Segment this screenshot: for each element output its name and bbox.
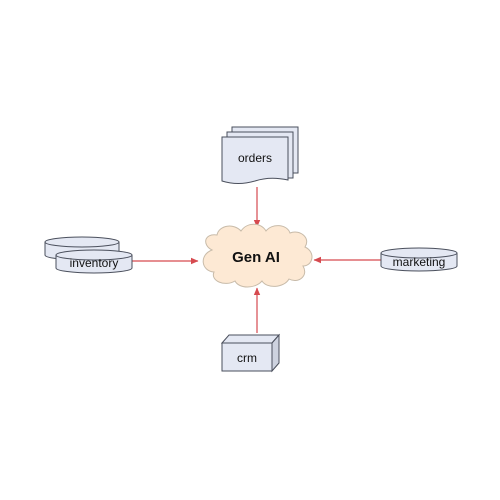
- inventory-disk-front-top: [55, 249, 133, 261]
- crm-box-top: [220, 334, 281, 344]
- crm-node[interactable]: crm: [220, 333, 281, 373]
- edges: [131, 187, 381, 333]
- orders-node[interactable]: orders: [221, 126, 299, 184]
- inventory-node[interactable]: inventory: [44, 236, 133, 274]
- marketing-disk-top: [380, 247, 458, 259]
- marketing-node[interactable]: marketing: [380, 247, 458, 272]
- genai-node[interactable]: Gen AI: [202, 223, 313, 288]
- genai-label: Gen AI: [232, 249, 280, 266]
- marketing-label: marketing: [393, 255, 446, 269]
- inventory-disk-back-top: [44, 236, 120, 248]
- crm-label: crm: [237, 351, 257, 365]
- crm-box-front: [221, 342, 273, 372]
- orders-label: orders: [238, 151, 272, 165]
- orders-document-front: [221, 136, 289, 184]
- inventory-label: inventory: [70, 256, 119, 270]
- cloud-icon: [202, 223, 313, 288]
